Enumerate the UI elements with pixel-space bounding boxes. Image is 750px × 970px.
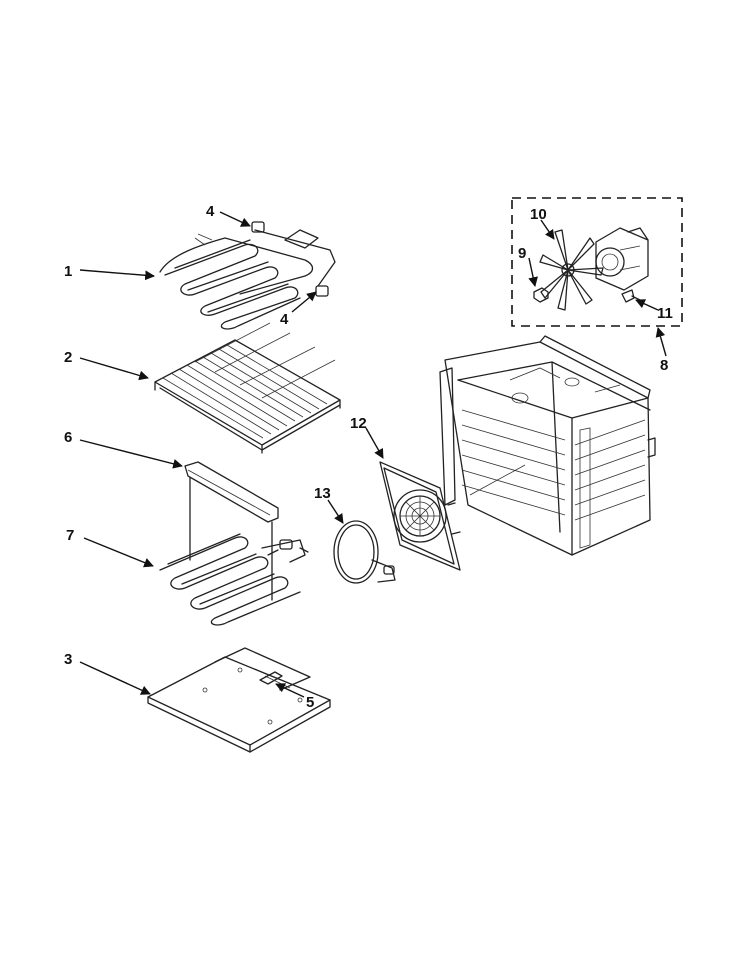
callout-10: 10 [530,206,547,223]
callout-9: 9 [518,245,526,262]
fan-nut [533,287,549,303]
oven-cavity [439,335,656,556]
callout-13: 13 [314,485,331,502]
bottom-cover [147,647,331,753]
convection-element [333,520,396,584]
fan-blade [539,229,604,311]
leader-lines [79,211,667,698]
callout-11: 11 [657,305,673,322]
callout-4-bottom: 4 [280,311,289,328]
callout-7: 7 [66,527,74,544]
fan-motor [595,227,649,291]
bake-element [159,533,309,626]
callout-6: 6 [64,429,72,446]
callout-1: 1 [64,263,72,280]
bake-element-shield [184,461,279,601]
callout-4-top: 4 [206,203,215,220]
callout-12: 12 [350,415,367,432]
callout-3: 3 [64,651,72,668]
fan-assembly-box [511,197,683,327]
broil-element [159,221,336,330]
callout-5: 5 [306,694,314,711]
callout-2: 2 [64,349,72,366]
oven-rack [154,322,341,454]
callout-8: 8 [660,357,668,374]
convection-fan-cover [379,461,461,571]
